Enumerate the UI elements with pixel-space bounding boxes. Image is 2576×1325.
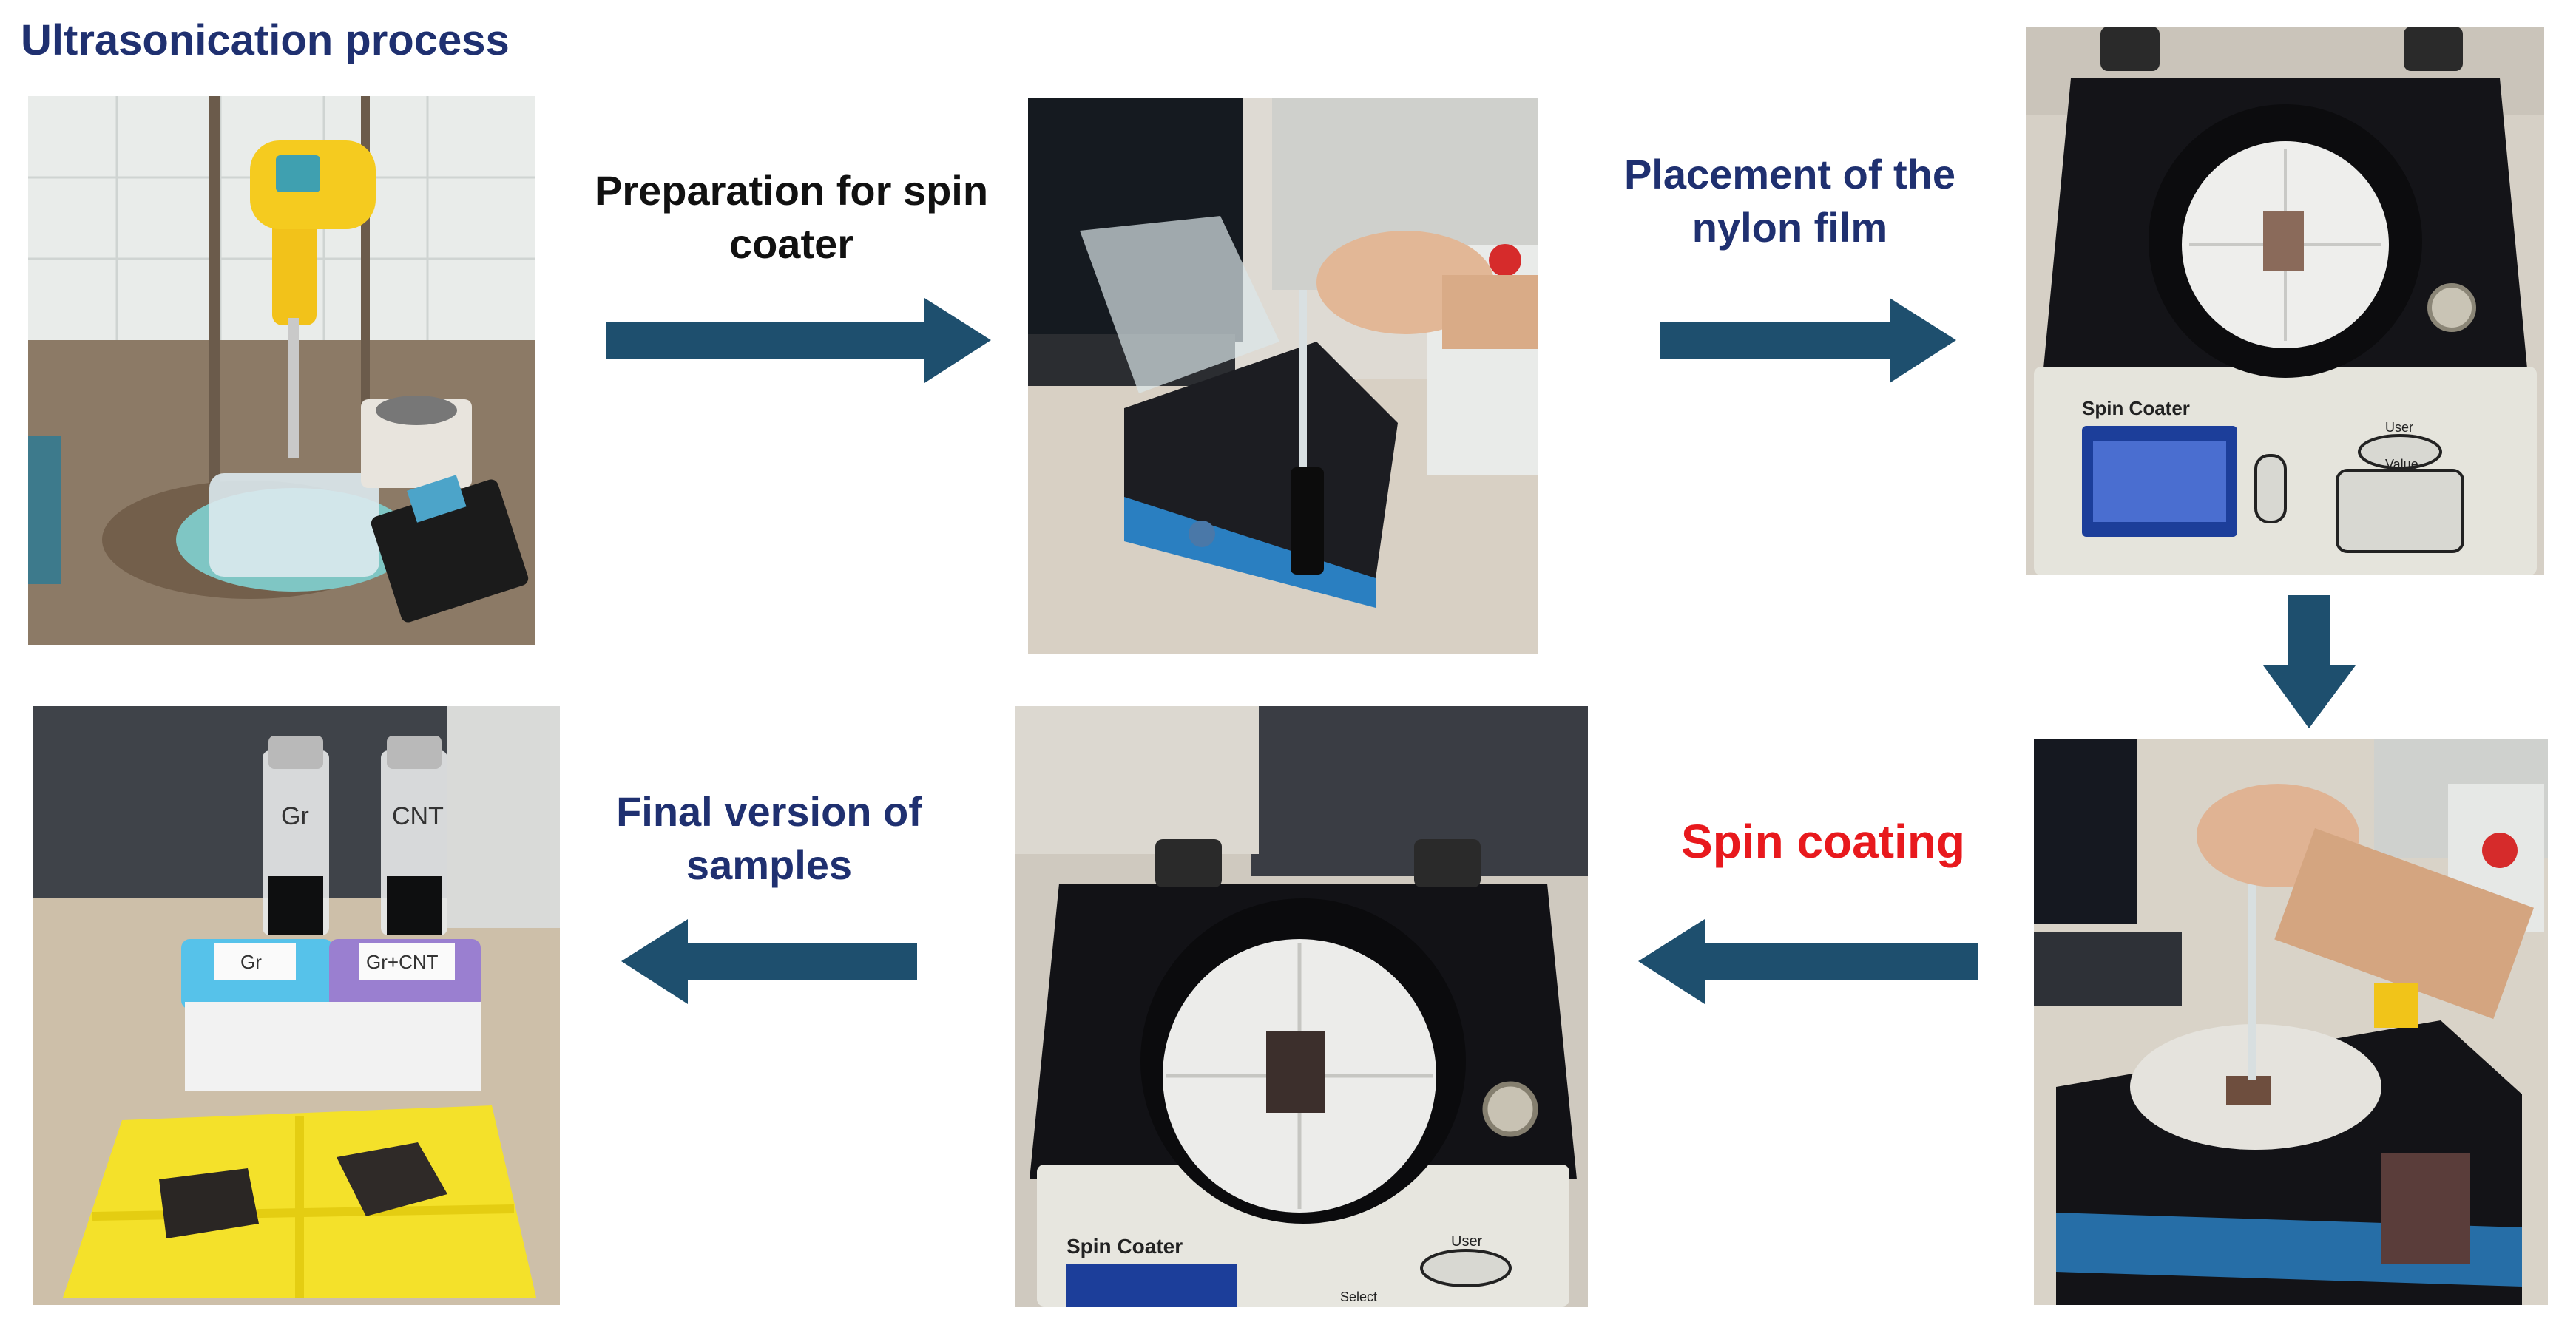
box-label-gr: Gr <box>240 951 262 973</box>
arrow-left-2 <box>621 919 917 1004</box>
device-brand-label-2: Spin Coater <box>1066 1235 1183 1258</box>
device-button-value: Value <box>2385 457 2418 472</box>
page-title: Ultrasonication process <box>21 16 510 64</box>
photo-spin-coating <box>2034 739 2548 1305</box>
device-button-select: Select <box>1340 1290 1377 1304</box>
device-brand-label: Spin Coater <box>2082 397 2190 419</box>
photo-coated-film: Spin Coater User Select <box>1015 706 1588 1307</box>
photo-placement: Spin Coater User Value <box>2026 27 2544 575</box>
step-label-preparation: Preparation for spin coater <box>594 167 989 267</box>
arrow-right-1 <box>606 298 991 383</box>
arrow-down <box>2263 595 2356 728</box>
vial-label-cnt: CNT <box>392 802 444 830</box>
device-button-user-2: User <box>1451 1233 1483 1250</box>
arrow-left-1 <box>1638 919 1978 1004</box>
step-label-placement: Placement of the nylon film <box>1623 151 1956 251</box>
step-label-spin-coating: Spin coating <box>1681 815 1965 868</box>
box-label-gr-cnt: Gr+CNT <box>366 951 439 973</box>
photo-final-samples: Gr CNT Gr Gr+CNT <box>33 706 560 1305</box>
step-label-final-samples: Final version of samples <box>616 788 922 888</box>
photo-ultrasonication <box>28 96 535 645</box>
photo-preparation <box>1028 98 1538 654</box>
vial-label-gr: Gr <box>281 802 309 830</box>
device-button-user: User <box>2385 420 2413 435</box>
arrow-right-2 <box>1660 298 1956 383</box>
